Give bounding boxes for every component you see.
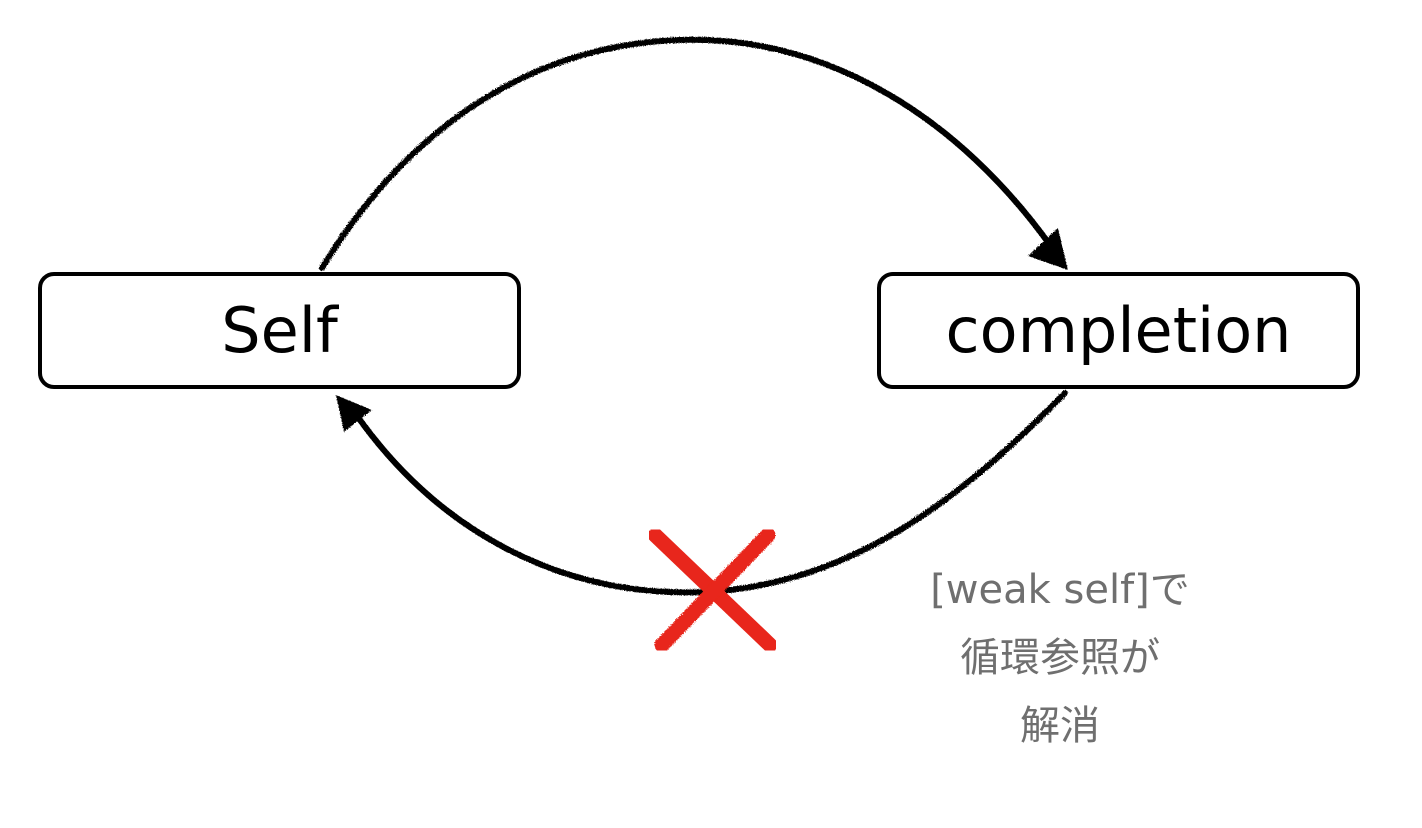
- edge-self-to-completion: [319, 36, 1053, 271]
- arrowhead-to-self: [336, 395, 372, 432]
- weak-self-annotation: [weak self]で 循環参照が 解消: [890, 556, 1230, 760]
- node-self: Self: [38, 272, 521, 389]
- node-self-label: Self: [221, 294, 338, 367]
- annotation-line-3: 解消: [1020, 703, 1100, 749]
- annotation-line-1: [weak self]で: [930, 567, 1190, 613]
- arrowhead-to-completion: [1028, 228, 1068, 270]
- annotation-line-2: 循環参照が: [960, 635, 1160, 681]
- node-completion-label: completion: [945, 294, 1292, 367]
- node-completion: completion: [877, 272, 1360, 389]
- red-x-cross-icon: [647, 527, 778, 653]
